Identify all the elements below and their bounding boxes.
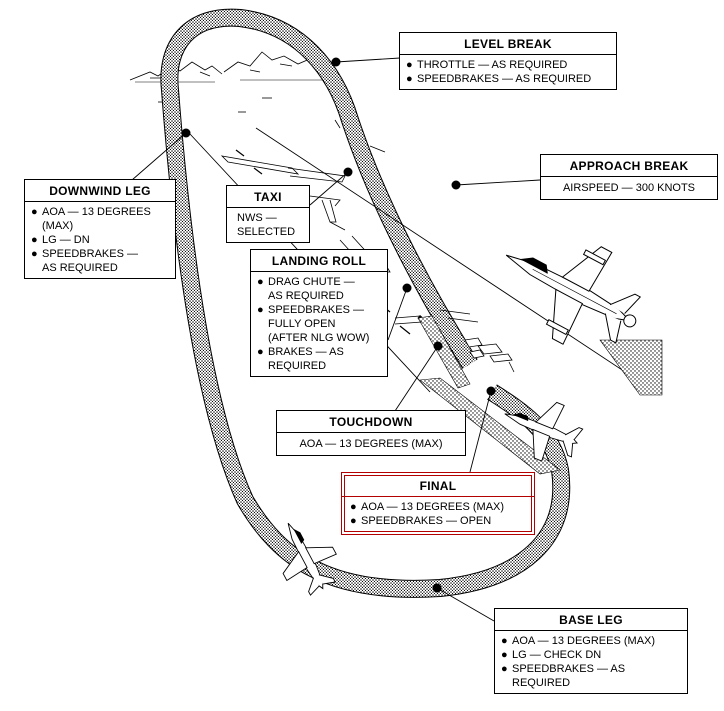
- list-item: ●LG — DN: [31, 234, 90, 246]
- leader-lines: [131, 57, 541, 622]
- callout-level-break: LEVEL BREAK ●THROTTLE — AS REQUIRED ●SPE…: [399, 32, 617, 90]
- list-item: ●SPEEDBRAKES —FULLY OPEN(AFTER NLG WOW): [257, 304, 370, 344]
- position-markers: [181, 57, 496, 593]
- list-item: ●AOA — 13 DEGREES (MAX): [350, 501, 505, 513]
- callout-title: DOWNWIND LEG: [25, 180, 175, 202]
- callout-taxi: TAXI NWS — SELECTED: [226, 185, 310, 243]
- callout-approach-break: APPROACH BREAK AIRSPEED — 300 KNOTS: [540, 154, 718, 200]
- list-item: ●DRAG CHUTE —AS REQUIRED: [257, 276, 355, 302]
- buildings: [464, 337, 515, 373]
- list-item: ●AOA — 13 DEGREES(MAX): [31, 206, 151, 232]
- callout-base-leg: BASE LEG ●AOA — 13 DEGREES (MAX) ●LG — C…: [494, 608, 688, 694]
- callout-title: LEVEL BREAK: [400, 33, 616, 55]
- callout-landing-roll: LANDING ROLL ●DRAG CHUTE —AS REQUIRED ●S…: [250, 249, 388, 377]
- list-item: ●SPEEDBRAKES — OPEN: [350, 515, 492, 527]
- callout-title: LANDING ROLL: [251, 250, 387, 272]
- list-item: ●SPEEDBRAKES —AS REQUIRED: [31, 248, 138, 274]
- callout-final: FINAL ●AOA — 13 DEGREES (MAX) ●SPEEDBRAK…: [341, 472, 535, 535]
- callout-title: FINAL: [342, 473, 534, 497]
- callout-title: TAXI: [227, 186, 309, 208]
- callout-text-line: NWS —: [237, 212, 277, 224]
- aircraft-base-icon: [282, 522, 337, 596]
- list-item: ●LG — CHECK DN: [501, 649, 602, 661]
- callout-touchdown: TOUCHDOWN AOA — 13 DEGREES (MAX): [276, 410, 466, 456]
- list-item: ●THROTTLE — AS REQUIRED: [406, 59, 568, 71]
- aircraft-large-icon: [505, 246, 642, 345]
- aircraft-final-icon: [504, 401, 584, 462]
- list-item: ●SPEEDBRAKES — AS REQUIRED: [406, 73, 592, 85]
- callout-downwind-leg: DOWNWIND LEG ●AOA — 13 DEGREES(MAX) ●LG …: [24, 179, 176, 279]
- callout-text: AIRSPEED — 300 KNOTS: [562, 182, 696, 194]
- callout-title: BASE LEG: [495, 609, 687, 631]
- mountain-range: [129, 51, 333, 83]
- callout-text-line: SELECTED: [237, 226, 296, 238]
- list-item: ●AOA — 13 DEGREES (MAX): [501, 635, 656, 647]
- callout-title: APPROACH BREAK: [541, 155, 717, 177]
- callout-title: TOUCHDOWN: [277, 411, 465, 433]
- callout-text: AOA — 13 DEGREES (MAX): [299, 438, 443, 450]
